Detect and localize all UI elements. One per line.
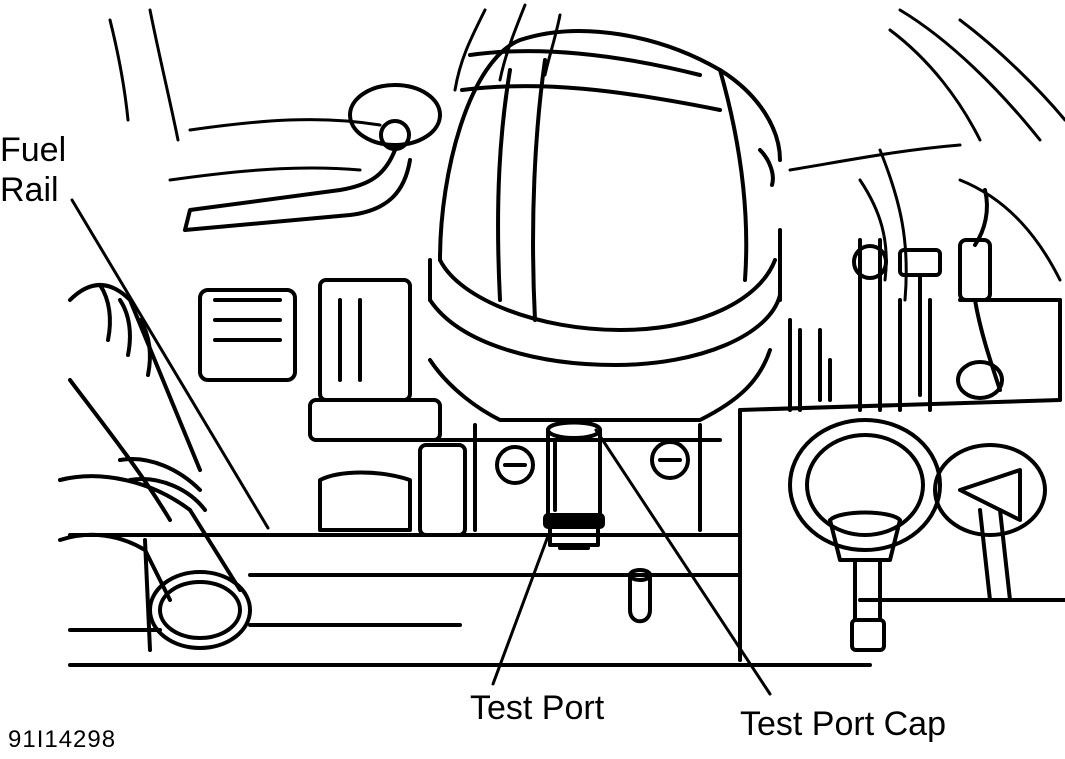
fuel-rail-label-line1: Fuel [0,131,67,169]
test-port-cap-label: Test Port Cap [740,705,946,743]
fuel-rail-leader [70,198,270,530]
test-port-assembly [543,420,605,550]
fuel-rail-label-line2: Rail [0,171,59,209]
vacuum-hoses [852,188,1004,412]
corrugated-hose [68,283,207,522]
air-intake-boot [428,29,782,367]
test-port-label: Test Port [470,689,605,727]
test-port-leader [491,534,550,686]
throttle-body [198,278,772,537]
background-contours [108,3,1065,302]
fuel-line-bracket [183,83,442,232]
fuel-rail-label: Fuel Rail [0,130,66,210]
intake-plenum [738,298,1062,542]
fuel-rail [68,533,1065,667]
cable-grommets [788,418,1047,652]
vacuum-fitting [628,568,652,624]
test-port-cap-leader [594,428,772,696]
figure-id: 91I14298 [8,726,117,753]
leader-lines [70,198,772,696]
elbow-hose [58,474,252,652]
